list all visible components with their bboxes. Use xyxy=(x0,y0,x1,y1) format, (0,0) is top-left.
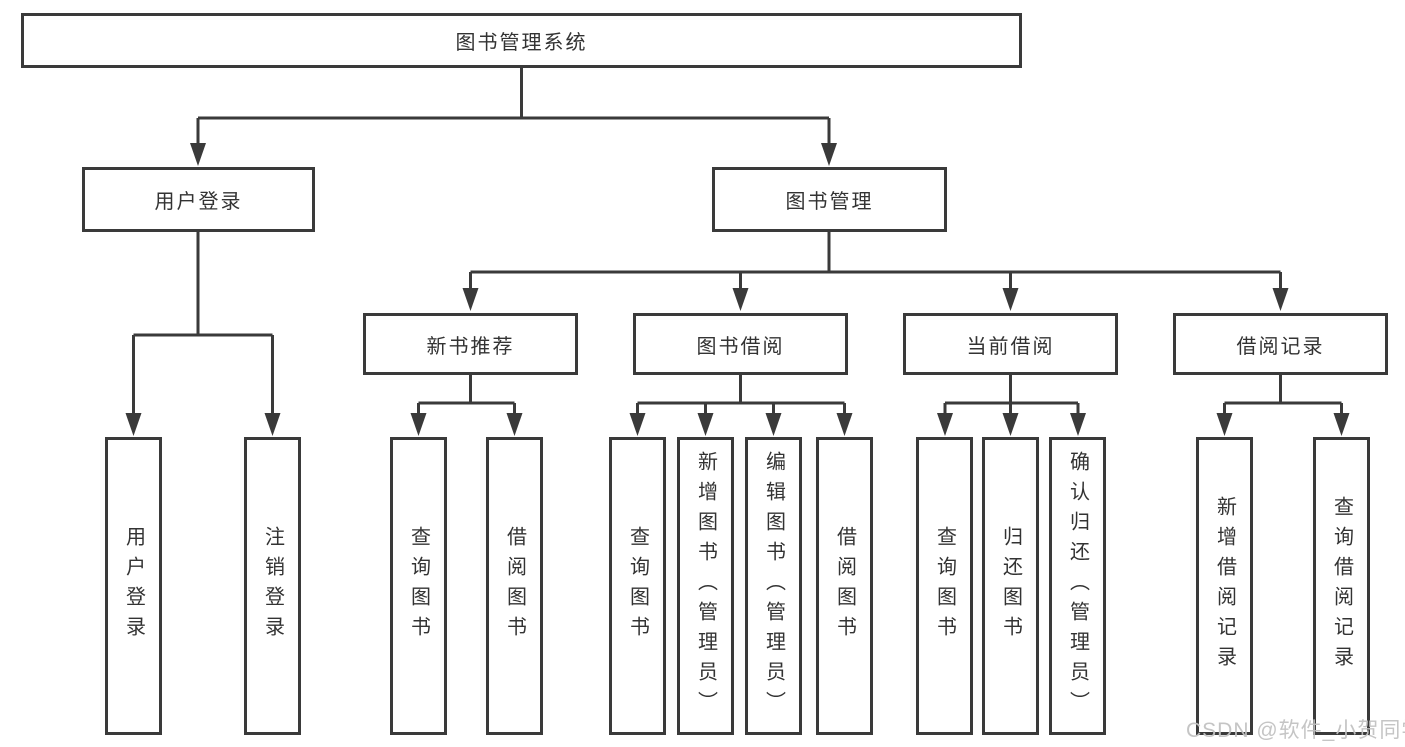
arrowhead-icon xyxy=(836,413,853,436)
node-book-borrowing: 图书借阅 xyxy=(633,313,848,375)
node-leaf-query-books-borrowing: 查询图书 xyxy=(609,437,666,735)
node-leaf-edit-books-admin: 编辑图书（管理员） xyxy=(745,437,802,735)
csdn-watermark: CSDN @软件_小贺同学 xyxy=(1186,719,1405,742)
node-new-book-recommendation: 新书推荐 xyxy=(363,313,578,375)
node-leaf-add-borrow-record: 新增借阅记录 xyxy=(1196,437,1253,735)
node-leaf-add-books-admin: 新增图书（管理员） xyxy=(677,437,734,735)
node-borrowing-records: 借阅记录 xyxy=(1173,313,1388,375)
node-leaf-query-books-recommend: 查询图书 xyxy=(390,437,447,735)
arrowhead-icon xyxy=(125,413,142,436)
node-leaf-query-borrow-record: 查询借阅记录 xyxy=(1313,437,1370,735)
arrowhead-icon xyxy=(765,413,782,436)
node-leaf-return-books: 归还图书 xyxy=(982,437,1039,735)
node-leaf-logout: 注销登录 xyxy=(244,437,301,735)
arrowhead-icon xyxy=(410,413,427,436)
arrowhead-icon xyxy=(1216,413,1233,436)
arrowhead-icon xyxy=(1333,413,1350,436)
arrowhead-icon xyxy=(1002,413,1019,436)
node-leaf-user-login: 用户登录 xyxy=(105,437,162,735)
arrowhead-icon xyxy=(629,413,646,436)
node-current-borrowing: 当前借阅 xyxy=(903,313,1118,375)
arrowhead-icon xyxy=(1002,288,1019,311)
arrowhead-icon xyxy=(821,143,837,166)
arrowhead-icon xyxy=(937,413,953,436)
node-book-management: 图书管理 xyxy=(712,167,947,232)
node-leaf-borrow-books: 借阅图书 xyxy=(816,437,873,735)
arrowhead-icon xyxy=(732,288,749,311)
node-leaf-query-books-current: 查询图书 xyxy=(916,437,973,735)
arrowhead-icon xyxy=(506,413,523,436)
arrowhead-icon xyxy=(1070,413,1086,436)
node-library-management-system: 图书管理系统 xyxy=(21,13,1022,68)
arrowhead-icon xyxy=(1272,288,1289,311)
node-leaf-confirm-return-admin: 确认归还（管理员） xyxy=(1049,437,1106,735)
arrowhead-icon xyxy=(264,413,281,436)
arrowhead-icon xyxy=(697,413,714,436)
node-user-login: 用户登录 xyxy=(82,167,315,232)
arrowhead-icon xyxy=(190,143,206,166)
arrowhead-icon xyxy=(462,288,479,311)
node-leaf-borrow-books-recommend: 借阅图书 xyxy=(486,437,543,735)
